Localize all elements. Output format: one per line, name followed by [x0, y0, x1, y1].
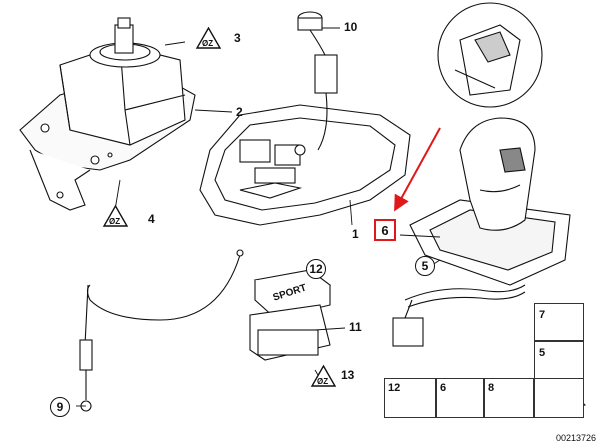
- legend-number-8: 8: [488, 382, 495, 394]
- console-trim-frame: [199, 104, 411, 226]
- callout-3: 3: [234, 31, 241, 45]
- leader-lines: [76, 27, 441, 407]
- svg-text:ØZ: ØZ: [317, 377, 328, 386]
- callout-1: 1: [352, 227, 359, 241]
- warning-triangle-4: ØZ: [102, 204, 129, 227]
- warning-triangle-3: ØZ: [195, 26, 222, 49]
- callout-4: 4: [148, 212, 155, 226]
- svg-text:ØZ: ØZ: [202, 39, 213, 48]
- callout-5-circled: 5: [415, 256, 435, 276]
- callout-13: 13: [341, 368, 355, 382]
- legend-number-7: 7: [539, 309, 546, 321]
- callout-6-highlighted: 6: [374, 219, 396, 241]
- warning-triangle-13: ØZ: [310, 364, 337, 387]
- svg-text:ØZ: ØZ: [109, 217, 120, 226]
- legend-cell-7: [534, 303, 584, 341]
- legend-cell-arrow: [534, 378, 584, 418]
- shift-cable: [79, 249, 244, 412]
- callout-9-circled: 9: [50, 397, 70, 417]
- legend-cell-6: [436, 378, 484, 418]
- callout-2: 2: [236, 105, 243, 119]
- knob-detail-inset: [437, 2, 543, 108]
- cable-connector: [297, 11, 338, 151]
- callout-10: 10: [344, 20, 358, 34]
- legend-number-6: 6: [440, 382, 447, 394]
- legend-cell-12: [384, 378, 436, 418]
- gear-selector-housing: [19, 17, 196, 211]
- wiring-harness: [392, 284, 526, 347]
- legend-number-12: 12: [388, 382, 401, 394]
- legend-number-5: 5: [539, 347, 546, 359]
- highlight-arrow: [394, 127, 441, 212]
- callout-12-circled: 12: [306, 259, 326, 279]
- sport-switch-module: [249, 269, 332, 361]
- legend-cell-8: [484, 378, 534, 418]
- callout-11: 11: [349, 320, 362, 334]
- document-number: 00213726: [555, 433, 596, 443]
- gear-knob-assembly: [409, 117, 571, 286]
